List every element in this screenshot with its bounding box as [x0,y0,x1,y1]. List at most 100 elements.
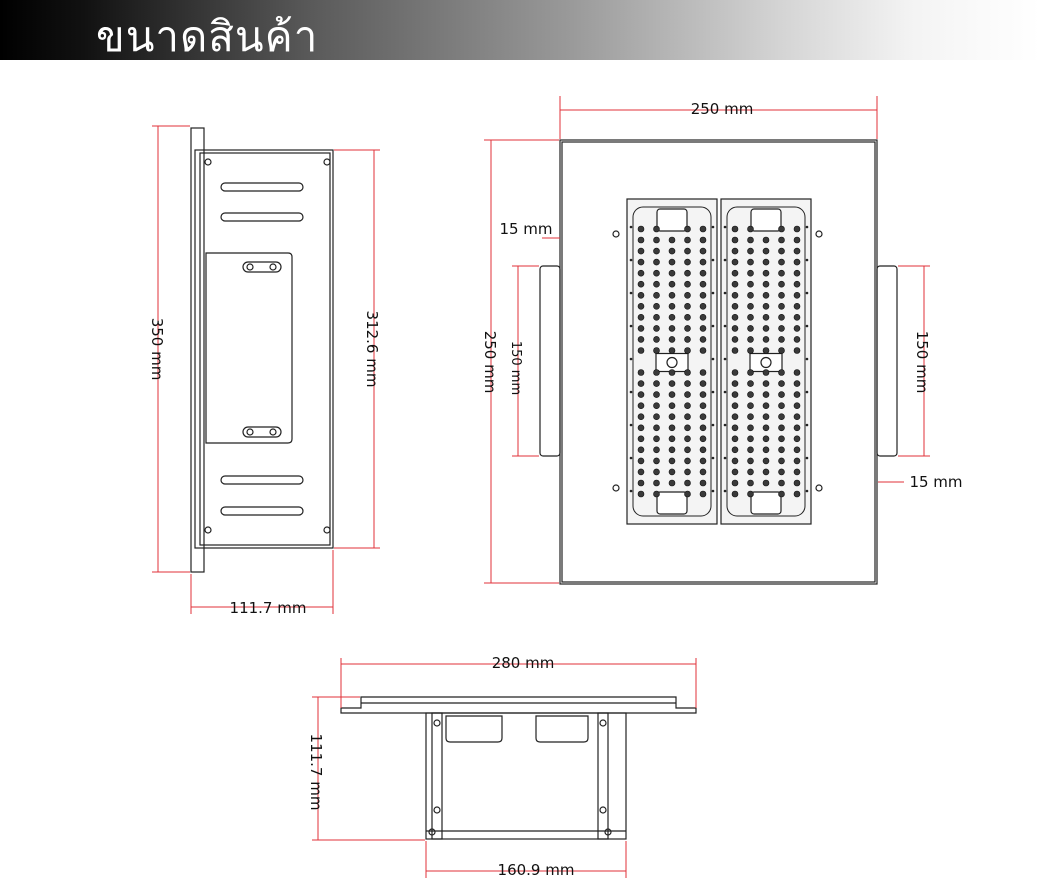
left-bracket [539,265,561,457]
led-chip [668,347,676,354]
led-chip [668,413,676,421]
led-chip [731,446,739,454]
led-chip [778,247,785,255]
led-chip [762,258,770,266]
module-tab [750,491,782,515]
screw [815,230,823,238]
led-chip [653,291,660,299]
led-chip [747,336,754,343]
screw [246,263,254,271]
front-view [539,139,898,585]
led-chip [778,413,785,421]
led-chip [653,479,660,487]
led-chip [653,258,660,266]
module-tab [656,491,688,515]
led-chip [731,490,739,498]
led-chip [793,369,801,376]
led-chip [668,435,676,443]
led-chip [793,236,801,244]
bracket-slot [242,426,282,438]
led-chip [699,269,707,277]
led-chip [684,336,691,343]
led-chip [731,479,739,487]
led-chip [637,446,645,454]
led-chip [747,313,754,321]
led-chip [699,225,707,233]
screw [323,526,331,534]
edge-dot [711,489,715,493]
led-chip [699,258,707,266]
led-chip [731,468,739,476]
led-chip [778,269,785,277]
dim-side-depth: 111.7 mm [230,599,307,617]
led-chip [668,468,676,476]
edge-dot [711,390,715,394]
edge-dot [805,258,809,262]
led-chip [762,380,770,387]
led-chip [762,325,770,332]
led-chip [668,402,676,410]
led-chip [731,380,739,387]
front-housing-inner [561,141,876,583]
led-chip [793,247,801,255]
connector-screw [760,356,772,369]
dim-side-height: 350 mm [148,318,166,381]
module-tab [750,208,782,232]
edge-dot [805,225,809,229]
led-chip [731,435,739,443]
led-chip [668,258,676,266]
screw [246,428,254,436]
screw [599,806,607,814]
screw [428,828,436,836]
led-chip [699,369,707,376]
title-banner: ขนาดสินค้า [0,0,1040,61]
dim-front-left-bracket: 150 mm [508,341,523,395]
dim-front-width: 250 mm [691,100,754,118]
led-chip [699,479,707,487]
led-chip [668,391,676,398]
led-chip [762,302,770,310]
led-chip [778,435,785,443]
led-chip [778,468,785,476]
led-chip [747,225,754,233]
bottom-flange [340,696,697,714]
led-chip [731,247,739,255]
led-chip [762,280,770,288]
led-chip [684,369,691,376]
side-dimensions: 350 mm 312.6 mm 111.7 mm [148,125,381,617]
led-chip [778,490,785,498]
led-chip [637,457,645,465]
led-chip [653,280,660,288]
led-chip [793,435,801,443]
led-chip [653,269,660,277]
led-chip [637,269,645,277]
module-tab [656,208,688,232]
led-chip [778,446,785,454]
edge-dot [805,291,809,295]
led-chip [778,302,785,310]
led-chip [793,269,801,277]
screw [433,806,441,814]
led-chip [747,468,754,476]
led-chip [668,336,676,343]
front-housing [559,139,878,585]
right-bracket [876,265,898,457]
led-chip [762,269,770,277]
edge-dot [723,258,727,262]
edge-dot [723,423,727,427]
side-body [194,149,334,549]
led-chip [793,380,801,387]
bottom-view [340,696,697,840]
led-lens-frame [632,206,712,517]
led-chip [747,291,754,299]
led-chip [778,391,785,398]
led-chip [668,247,676,255]
led-chip [793,402,801,410]
led-chip [778,225,785,233]
led-chip [747,347,754,354]
led-chip [668,236,676,244]
led-chip [778,479,785,487]
led-chip [793,413,801,421]
led-chip [731,258,739,266]
led-chip [747,457,754,465]
